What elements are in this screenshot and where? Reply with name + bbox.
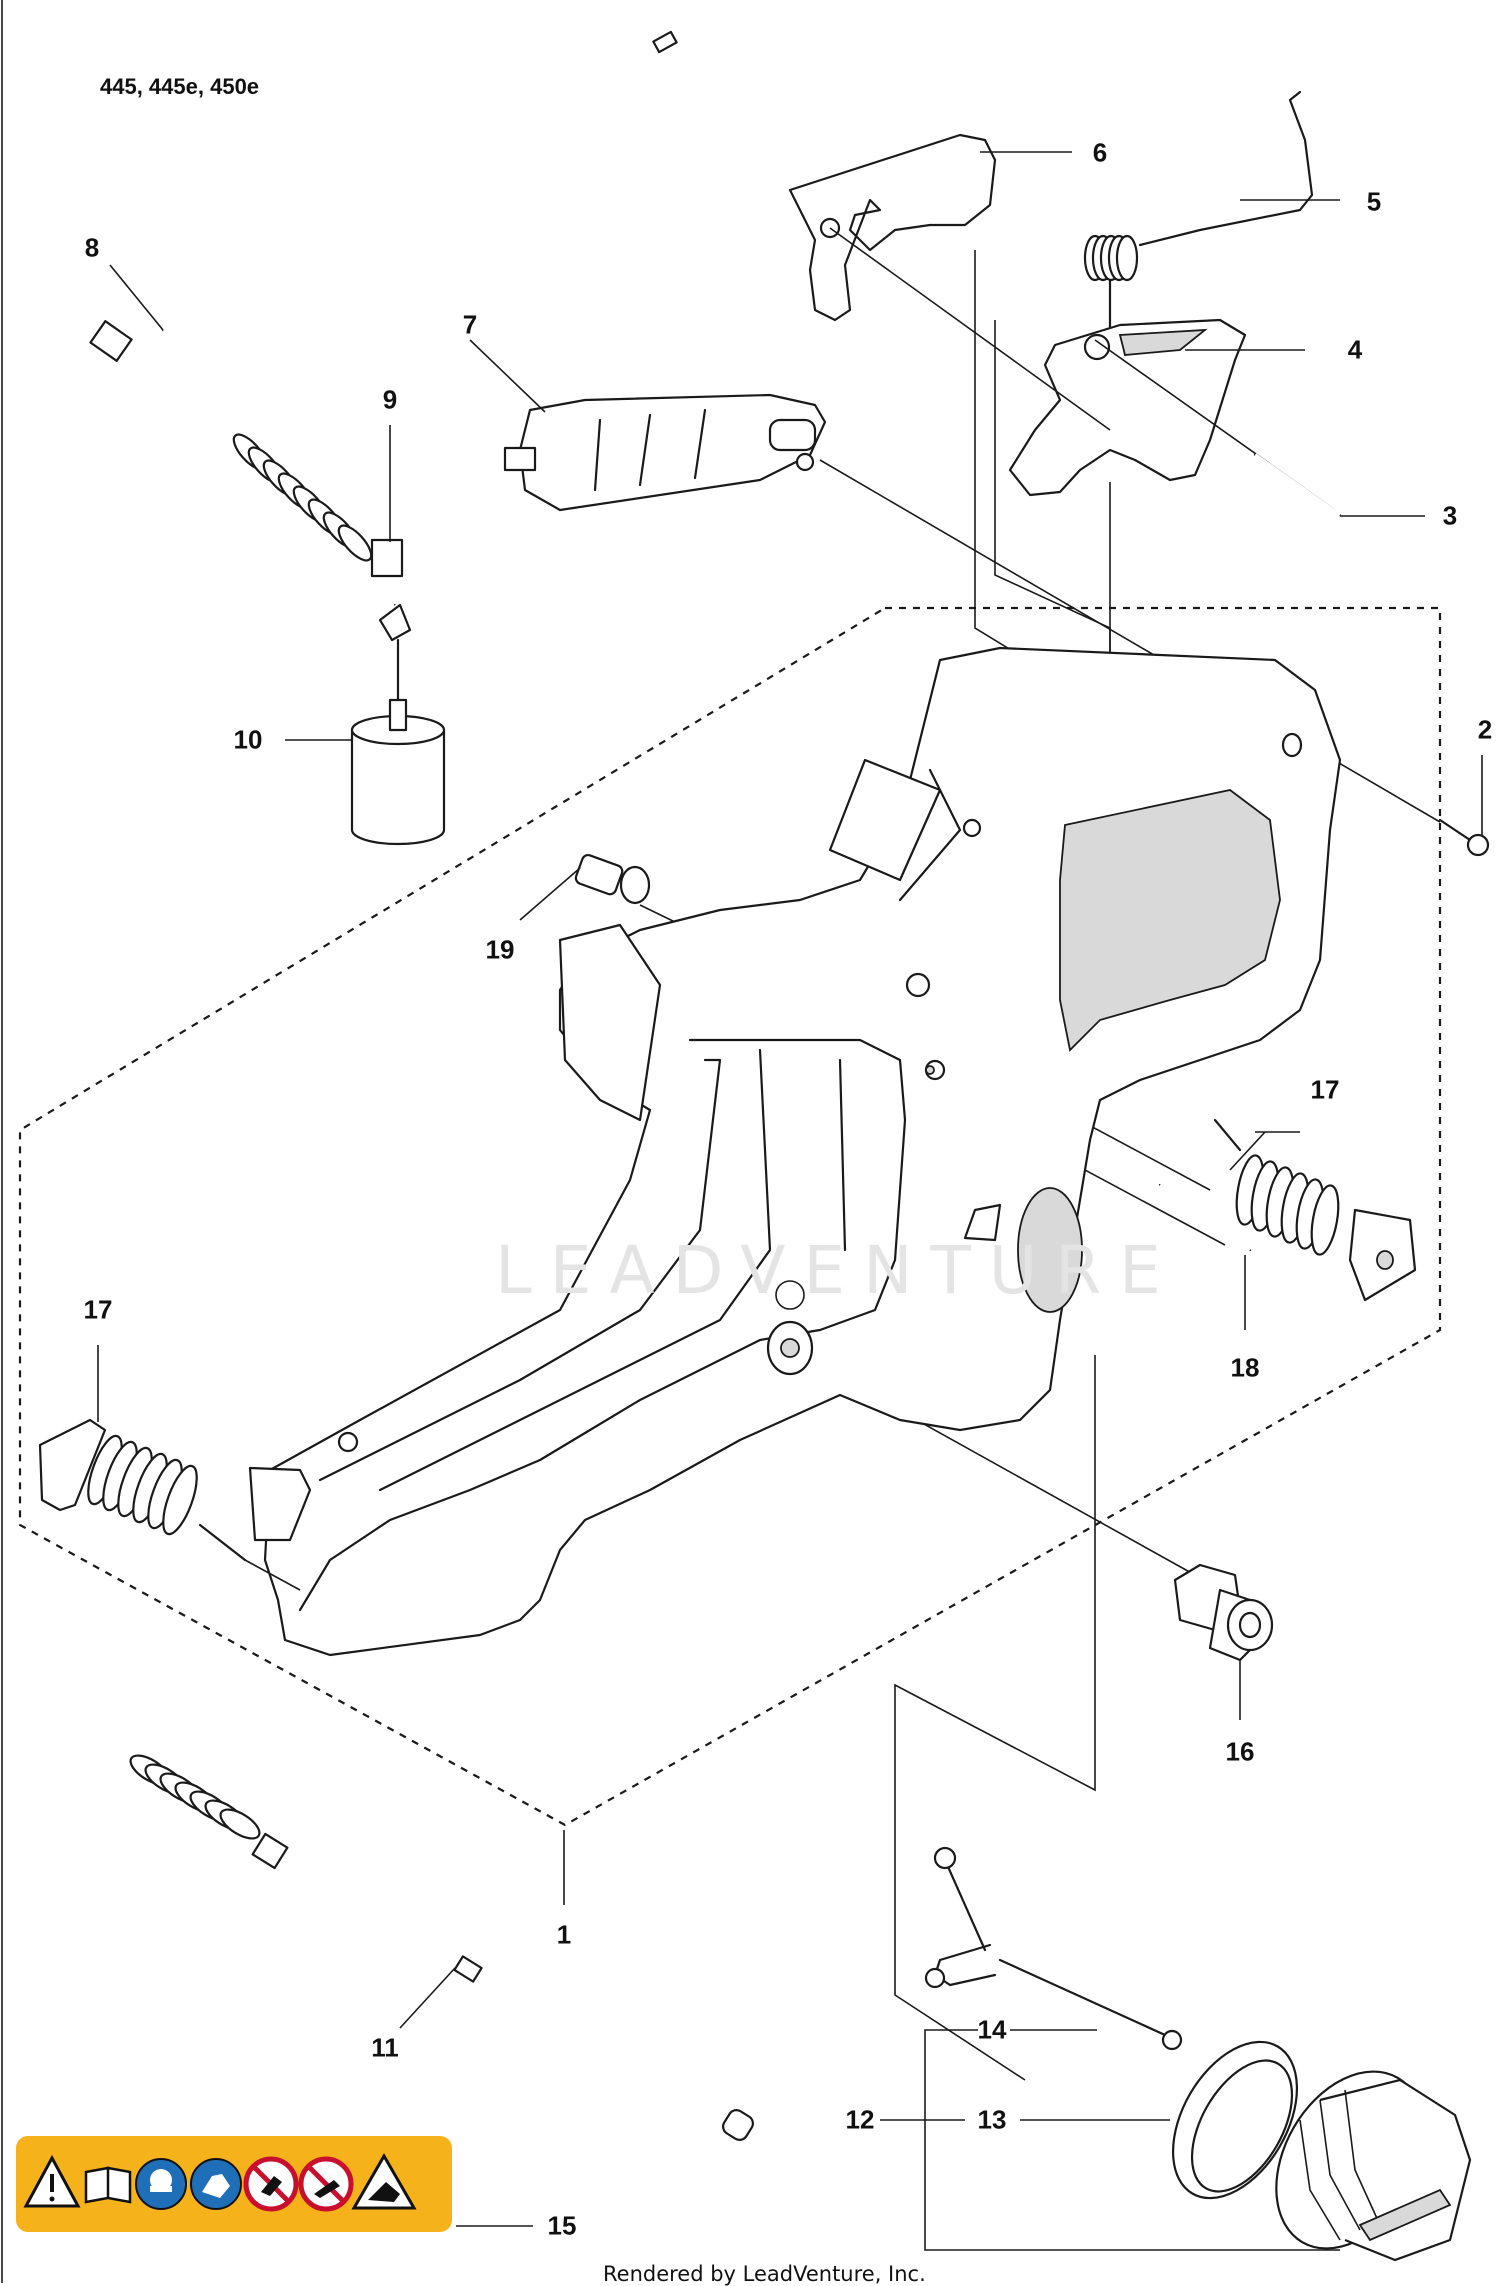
part-16-neck [1173, 1563, 1274, 1662]
manual-book-icon [84, 2166, 132, 2204]
callout-4: 4 [1347, 334, 1363, 365]
callout-1: 1 [556, 1919, 572, 1950]
callout-19: 19 [485, 934, 515, 965]
callout-17-left: 17 [83, 1294, 113, 1325]
part-1-boundary [18, 606, 1442, 1827]
part-12-fuel-cap [924, 1846, 1472, 2262]
part-1-housing [248, 646, 1342, 1657]
part-11-cable [129, 1754, 754, 2141]
callout-18: 18 [1230, 1352, 1260, 1383]
callout-16: 16 [1225, 1736, 1255, 1767]
warning-triangle-icon [23, 2154, 81, 2208]
part-6-lockout [788, 133, 997, 322]
callout-13: 13 [977, 2104, 1007, 2135]
part-19-bush [574, 853, 651, 905]
callout-17-right: 17 [1310, 1074, 1340, 1105]
no-kickback-icon [298, 2156, 354, 2212]
ear-eye-protection-icon [135, 2158, 187, 2210]
part-8-rod [161, 30, 678, 332]
part-18-pin [1158, 1183, 1252, 1252]
model-label: 445, 445e, 450e [100, 74, 260, 99]
part-4-trigger [1008, 318, 1247, 497]
gloves-icon [190, 2158, 242, 2210]
part-17-av-right [1213, 1118, 1417, 1302]
footer-credit: Rendered by LeadVenture, Inc. [603, 2262, 926, 2286]
part-7-cover [503, 393, 827, 512]
part-2-screw [1438, 818, 1490, 857]
watermark: LEADVENTURE [495, 1232, 1179, 1309]
part-15-warning-decal [16, 2136, 452, 2232]
kickback-warning-icon [351, 2152, 417, 2210]
callout-14: 14 [977, 2014, 1007, 2045]
callout-10: 10 [233, 724, 263, 755]
callout-8: 8 [84, 232, 100, 263]
part-9-cable [89, 320, 505, 670]
callout-7: 7 [462, 309, 478, 340]
callout-11: 11 [371, 2032, 399, 2063]
callout-5: 5 [1366, 186, 1382, 217]
part-17-av-left [38, 1418, 301, 1591]
callout-6: 6 [1092, 137, 1108, 168]
callout-2: 2 [1477, 714, 1493, 745]
no-one-hand-icon [243, 2156, 299, 2212]
part-3-pin [1094, 339, 1342, 517]
part-5-spring [1083, 90, 1314, 332]
warning-icons [23, 2152, 417, 2212]
callout-leaders [97, 151, 1483, 2227]
callout-3: 3 [1442, 500, 1458, 531]
callout-9: 9 [382, 384, 398, 415]
callout-12: 12 [845, 2104, 875, 2135]
callout-15: 15 [547, 2210, 577, 2241]
part-10-fuel-filter [350, 638, 446, 846]
